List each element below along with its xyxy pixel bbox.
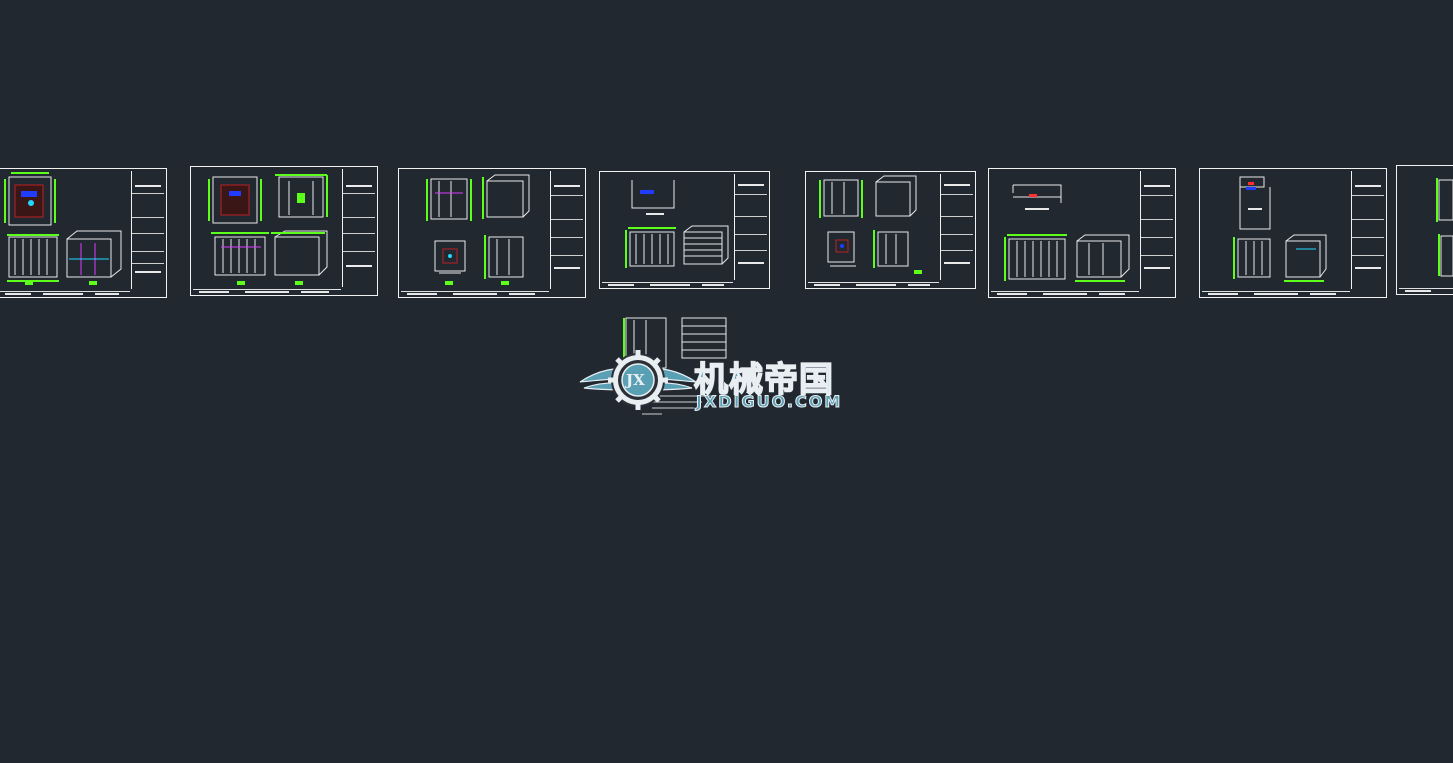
sheet-6-views xyxy=(1004,184,1130,282)
sheet-footer xyxy=(1399,288,1453,292)
drawing-sheet-1[interactable] xyxy=(0,168,167,298)
sheet-3-views xyxy=(426,174,530,285)
sheet-5-views xyxy=(819,175,922,274)
sheet-footer xyxy=(193,289,341,293)
title-block xyxy=(734,174,767,280)
watermark-latin-text: JXDIGUO.COM xyxy=(695,392,843,412)
sheet-footer xyxy=(0,291,130,295)
sheet-footer xyxy=(602,282,733,286)
sheet-footer xyxy=(1202,291,1350,295)
sheet-8-views xyxy=(1436,178,1453,277)
title-block xyxy=(131,171,164,289)
watermark-logo: JX 机械帝国 JXDIGUO.COM xyxy=(578,316,874,426)
sheet-footer xyxy=(991,291,1139,295)
sheet-7-views xyxy=(1233,176,1327,282)
drawing-sheet-4[interactable] xyxy=(599,171,770,289)
winged-gear-icon xyxy=(579,350,697,410)
sheet-2-views xyxy=(208,174,328,285)
title-block xyxy=(342,169,375,287)
sheet-1-views xyxy=(4,172,122,285)
drawing-sheet-6[interactable] xyxy=(988,168,1176,298)
sheet-footer xyxy=(401,291,549,295)
drawing-sheet-2[interactable] xyxy=(190,166,378,296)
drawing-sheet-8[interactable] xyxy=(1396,165,1453,295)
drawing-sheet-3[interactable] xyxy=(398,168,586,298)
title-block xyxy=(1140,171,1173,289)
title-block xyxy=(940,174,973,280)
title-block xyxy=(550,171,583,289)
title-block xyxy=(1351,171,1384,289)
drawing-sheet-7[interactable] xyxy=(1199,168,1387,298)
drawing-sheet-5[interactable] xyxy=(805,171,976,289)
watermark-chinese-text: 机械帝国 xyxy=(693,359,834,401)
sheet-4-views xyxy=(625,180,729,268)
sheet-footer xyxy=(808,282,939,286)
emblem-text: JX xyxy=(626,371,645,389)
